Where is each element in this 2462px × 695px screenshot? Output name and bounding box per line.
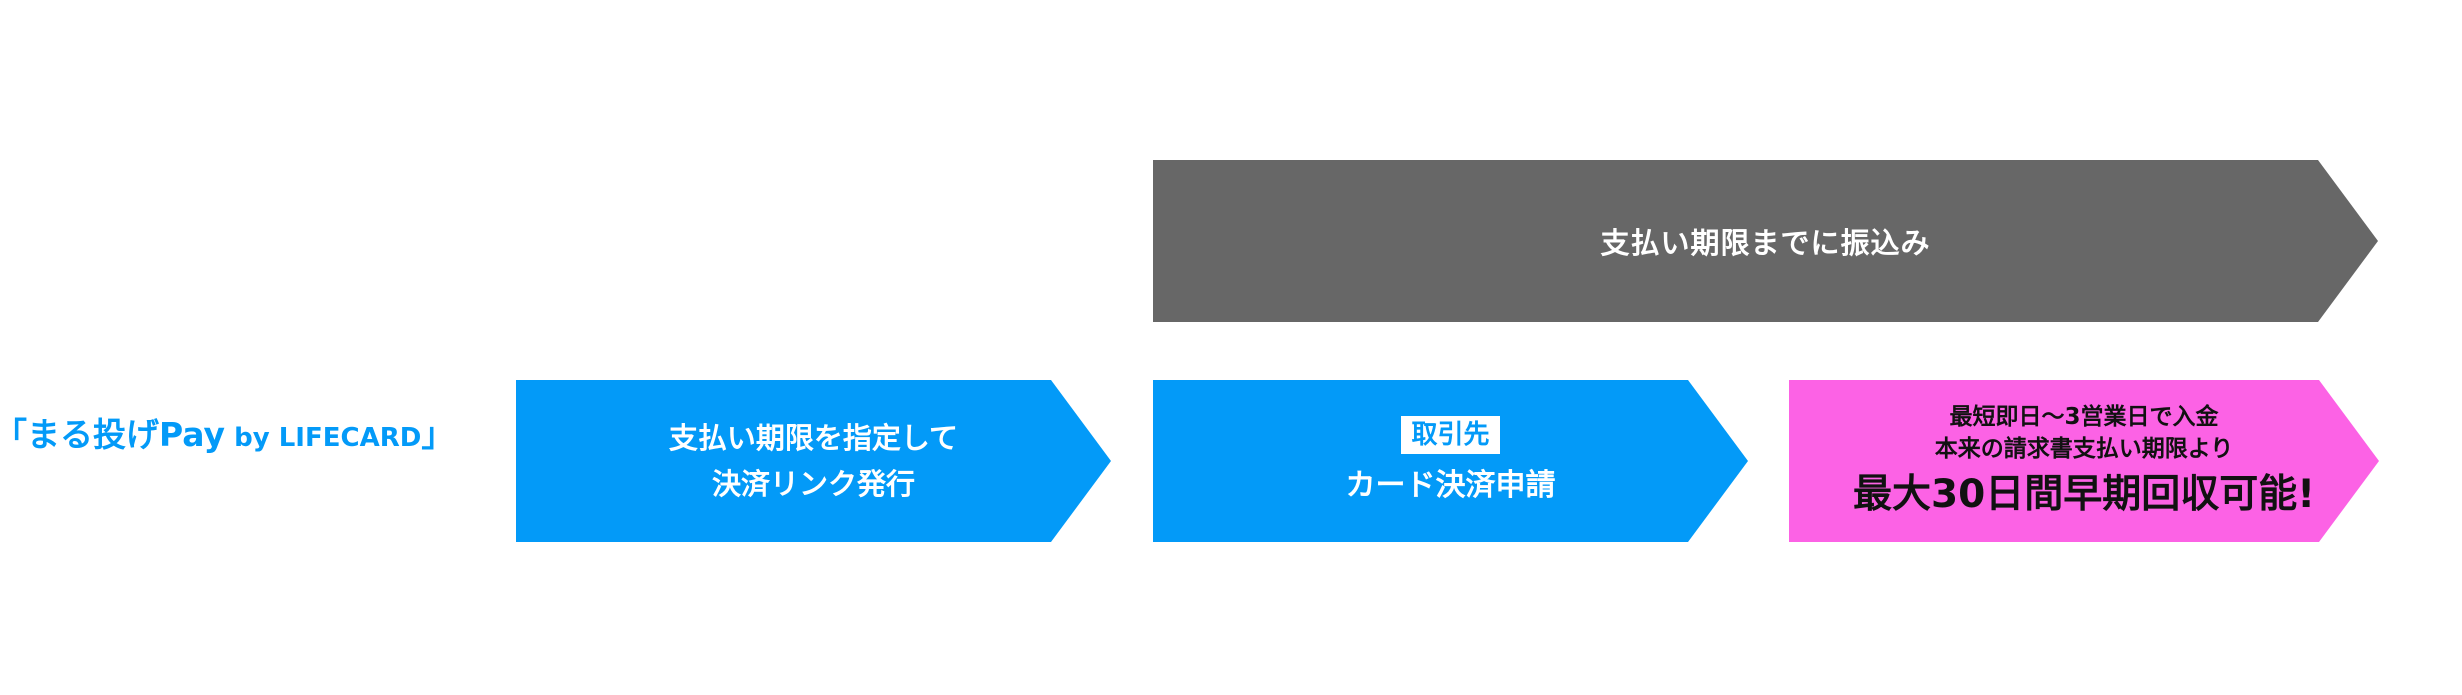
step-card-payment-label: カード決済申請 [1345,468,1556,503]
step-issue-link-arrow: 支払い期限を指定して 決済リンク発行 [516,380,1111,542]
step-card-payment-arrow: 取引先 カード決済申請 [1153,380,1748,542]
service-open-bracket: 「 [0,415,27,454]
step-issue-line2: 決済リンク発行 [711,467,915,501]
step-deposit-headline: 最大30日間早期回収可能! [1852,472,2316,517]
service-close-bracket: 」 [421,415,455,454]
service-name-label: 「まる投げPay by LIFECARD」 [0,413,454,460]
bank-transfer-arrow: 支払い期限までに振込み [1153,160,2378,322]
service-name-suffix: by LIFECARD [225,423,422,453]
business-partner-badge: 取引先 [1401,416,1499,454]
step-early-deposit-arrow: 最短即日〜3営業日で入金 本来の請求書支払い期限より 最大30日間早期回収可能! [1789,380,2379,542]
service-name: まる投げPay [27,415,226,454]
step-deposit-line2: 本来の請求書支払い期限より [1934,436,2234,462]
step-issue-line1: 支払い期限を指定して [668,421,959,455]
step-deposit-line1: 最短即日〜3営業日で入金 [1949,404,2219,430]
bank-transfer-label: 支払い期限までに振込み [1600,226,1931,260]
